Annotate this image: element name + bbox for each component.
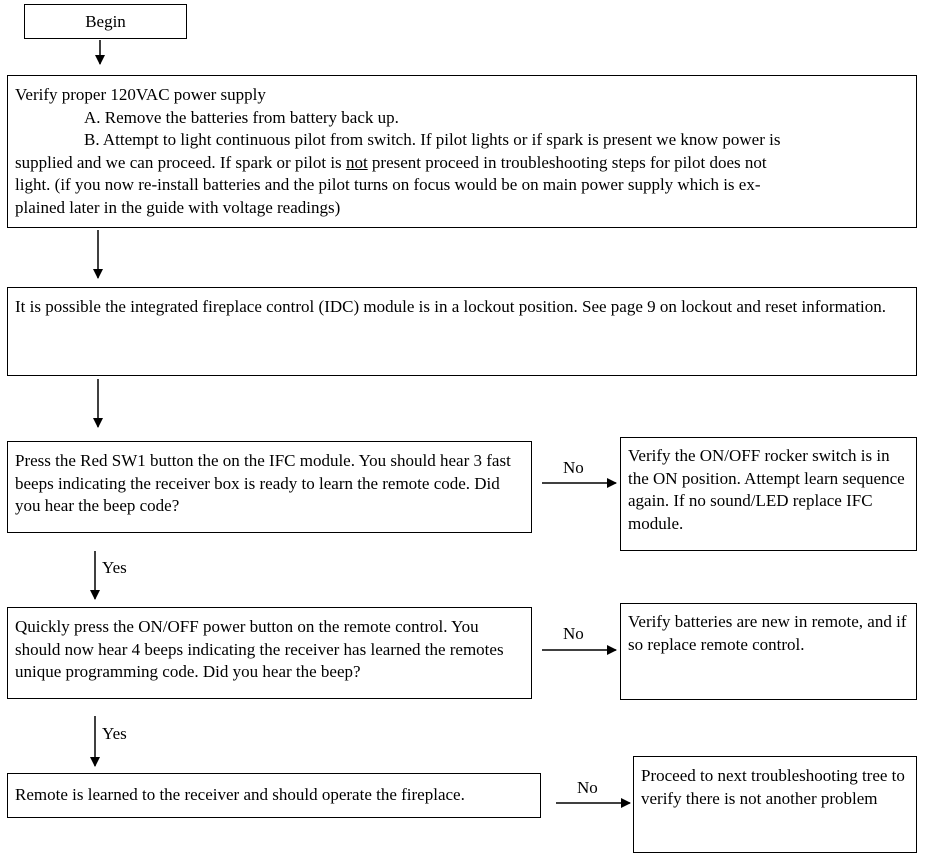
step1-title: Verify proper 120VAC power supply [15, 85, 266, 104]
step5-text: Remote is learned to the receiver and sh… [15, 785, 465, 804]
step1-item-b-line4: plained later in the guide with voltage … [15, 197, 341, 217]
step4-yes-label: Yes [102, 724, 127, 743]
step4-no-box: Verify batteries are new in remote, and … [620, 603, 917, 700]
step5-no-text: Proceed to next troubleshooting tree to … [641, 766, 905, 808]
step3-box: Press the Red SW1 button the on the IFC … [7, 441, 532, 533]
step1-item-a: A. Remove the batteries from battery bac… [84, 107, 399, 127]
step5-box: Remote is learned to the receiver and sh… [7, 773, 541, 818]
step3-text: Press the Red SW1 button the on the IFC … [15, 451, 511, 515]
step4-text: Quickly press the ON/OFF power button on… [15, 617, 504, 681]
step1-box: Verify proper 120VAC power supply A. Rem… [7, 75, 917, 228]
step3-yes-label: Yes [102, 558, 127, 577]
step3-no-text: Verify the ON/OFF rocker switch is in th… [628, 446, 905, 533]
step1-item-b: B. Attempt to light continuous pilot fro… [84, 130, 781, 149]
step2-text: It is possible the integrated fireplace … [15, 297, 887, 316]
step5-no-box: Proceed to next troubleshooting tree to … [633, 756, 917, 853]
step4-no-text: Verify batteries are new in remote, and … [628, 612, 907, 654]
step5-no-label: No [577, 778, 598, 797]
step2-box: It is possible the integrated fireplace … [7, 287, 917, 376]
step1-item-b-line2: supplied and we can proceed. If spark or… [15, 152, 767, 172]
step1-item-b-line3: light. (if you now re-install batteries … [15, 175, 761, 194]
step3-no-label: No [563, 458, 584, 477]
step4-no-label: No [563, 624, 584, 643]
step4-box: Quickly press the ON/OFF power button on… [7, 607, 532, 699]
begin-box: Begin [24, 4, 187, 39]
begin-label: Begin [85, 12, 126, 31]
step3-no-box: Verify the ON/OFF rocker switch is in th… [620, 437, 917, 551]
